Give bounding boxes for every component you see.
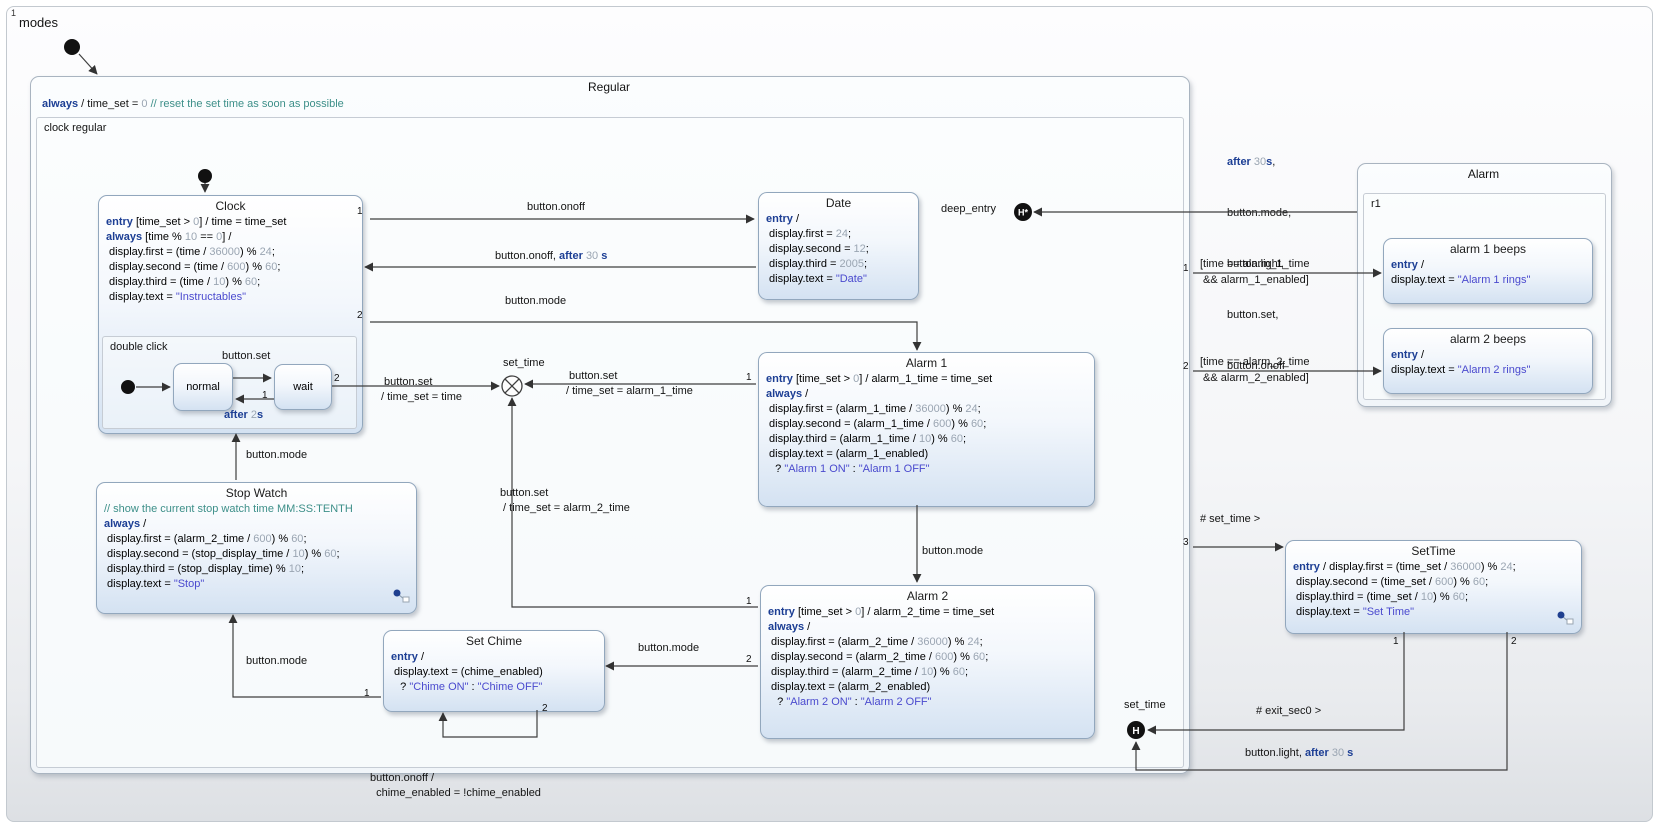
port-setchime-loop-2: 2 — [542, 703, 548, 714]
port-settime-2: 2 — [1511, 636, 1517, 647]
canvas-region-label: modes — [19, 15, 59, 30]
state-wait[interactable]: wait — [274, 364, 332, 410]
state-settime-title: SetTime — [1411, 544, 1456, 558]
state-alarm1-beeps[interactable]: alarm 1 beeps entry /display.text = "Ala… — [1383, 238, 1593, 304]
state-settime-behavior: entry / display.first = (time_set / 3600… — [1293, 561, 1516, 618]
port-alarm2-2: 2 — [746, 654, 752, 665]
state-date-behavior: entry / display.first = 24; display.seco… — [766, 213, 869, 285]
state-alarm-title: Alarm — [1467, 167, 1500, 181]
state-alarm2-beeps[interactable]: alarm 2 beeps entry /display.text = "Ala… — [1383, 328, 1593, 394]
region-r1-label: r1 — [1371, 198, 1381, 210]
state-alarm2[interactable]: Alarm 2 entry [time_set > 0] / alarm_2_t… — [760, 585, 1095, 739]
submachine-icon[interactable] — [1556, 610, 1574, 626]
edge-label-clock-alarm1[interactable]: button.mode — [505, 295, 567, 307]
port-regular-1: 1 — [1183, 263, 1189, 274]
entrypoint-label-deep-entry[interactable]: deep_entry — [941, 203, 997, 215]
edge-label-alarm2-setchime[interactable]: button.mode — [638, 642, 700, 654]
edge-label-set-from-alarm2[interactable]: button.set / time_set = alarm_2_time — [500, 487, 630, 514]
edge-label-clock-date[interactable]: button.onoff — [527, 201, 585, 213]
state-regular-title: Regular — [587, 80, 631, 94]
edge-label-date-clock[interactable]: button.onoff, after 30 s — [495, 250, 608, 262]
state-alarm1[interactable]: Alarm 1 entry [time_set > 0] / alarm_1_t… — [758, 352, 1095, 507]
state-alarm1-behavior: entry [time_set > 0] / alarm_1_time = ti… — [766, 373, 993, 475]
state-alarm2-beeps-behavior: entry /display.text = "Alarm 2 rings" — [1391, 349, 1531, 376]
edge-label-alarm-exit-triggers[interactable]: after 30s, button.mode, button.light, bu… — [1227, 156, 1292, 372]
state-settime[interactable]: SetTime entry / display.first = (time_se… — [1285, 540, 1582, 634]
edge-label-chime-toggle[interactable]: button.onoff / chime_enabled = !chime_en… — [370, 772, 541, 799]
state-stopwatch-behavior: // show the current stop watch time MM:S… — [104, 503, 353, 590]
edge-label-light-after[interactable]: button.light, after 30 s — [1245, 747, 1354, 759]
state-date-title: Date — [825, 196, 852, 210]
edge-label-stopwatch-clock[interactable]: button.mode — [246, 449, 308, 461]
port-settime-1: 1 — [1393, 636, 1399, 647]
edge-label-setchime-stopwatch[interactable]: button.mode — [246, 655, 308, 667]
state-normal[interactable]: normal — [173, 363, 233, 411]
state-clock-title: Clock — [215, 199, 246, 213]
exitpoint-label-exit-sec0[interactable]: # exit_sec0 > — [1256, 705, 1322, 717]
edge-label-alarm1-alarm2[interactable]: button.mode — [922, 545, 984, 557]
state-alarm2-behavior: entry [time_set > 0] / alarm_2_time = ti… — [768, 606, 995, 708]
regular-local-reaction[interactable]: always / time_set = 0 // reset the set t… — [42, 98, 344, 110]
port-wait-2: 2 — [334, 373, 340, 384]
edge-guard-alarm2[interactable]: [time == alarm_2_time && alarm_2_enabled… — [1200, 356, 1310, 384]
port-clock-2: 2 — [357, 310, 363, 321]
history-label-time-set[interactable]: set_time — [1124, 699, 1166, 711]
port-alarm2-1: 1 — [746, 596, 752, 607]
state-stopwatch[interactable]: Stop Watch // show the current stop watc… — [96, 482, 417, 614]
region-priority: 1 — [11, 8, 17, 18]
state-wait-title: wait — [293, 381, 313, 393]
state-setchime[interactable]: Set Chime entry / display.text = (chime_… — [383, 630, 605, 712]
state-alarm2-beeps-title: alarm 2 beeps — [1449, 332, 1527, 346]
entrypoint-label-set-time[interactable]: # set_time > — [1200, 513, 1261, 525]
port-regular-2: 2 — [1183, 361, 1189, 372]
port-wait-normal-1: 1 — [262, 390, 268, 401]
edge-label-set-from-alarm1[interactable]: button.set/ time_set = alarm_1_time — [566, 370, 693, 397]
junction-label-set-time[interactable]: set_time — [503, 357, 545, 369]
region-double-click-label: double click — [110, 341, 168, 353]
state-setchime-title: Set Chime — [465, 634, 523, 648]
state-stopwatch-title: Stop Watch — [225, 486, 288, 500]
state-alarm2-title: Alarm 2 — [906, 589, 949, 603]
port-alarm1-1: 1 — [746, 372, 752, 383]
edge-guard-alarm1[interactable]: [time == alarm_1_time && alarm_1_enabled… — [1200, 258, 1310, 286]
state-date[interactable]: Date entry / display.first = 24; display… — [758, 192, 919, 300]
state-normal-title: normal — [186, 381, 220, 393]
state-alarm1-beeps-title: alarm 1 beeps — [1449, 242, 1527, 256]
state-setchime-behavior: entry / display.text = (chime_enabled) ?… — [391, 651, 543, 693]
port-setchime-1: 1 — [364, 688, 370, 699]
state-alarm1-beeps-behavior: entry /display.text = "Alarm 1 rings" — [1391, 259, 1531, 286]
edge-label-set-from-clock[interactable]: button.set/ time_set = time — [381, 376, 463, 403]
edge-label-button-set[interactable]: button.set — [222, 350, 271, 362]
edge-label-after-2s[interactable]: after 2s — [224, 409, 264, 421]
port-clock-1: 1 — [357, 206, 363, 217]
region-clock-regular-label: clock regular — [44, 122, 107, 134]
submachine-icon[interactable] — [392, 588, 410, 604]
state-alarm1-title: Alarm 1 — [905, 356, 948, 370]
port-regular-3: 3 — [1183, 537, 1189, 548]
